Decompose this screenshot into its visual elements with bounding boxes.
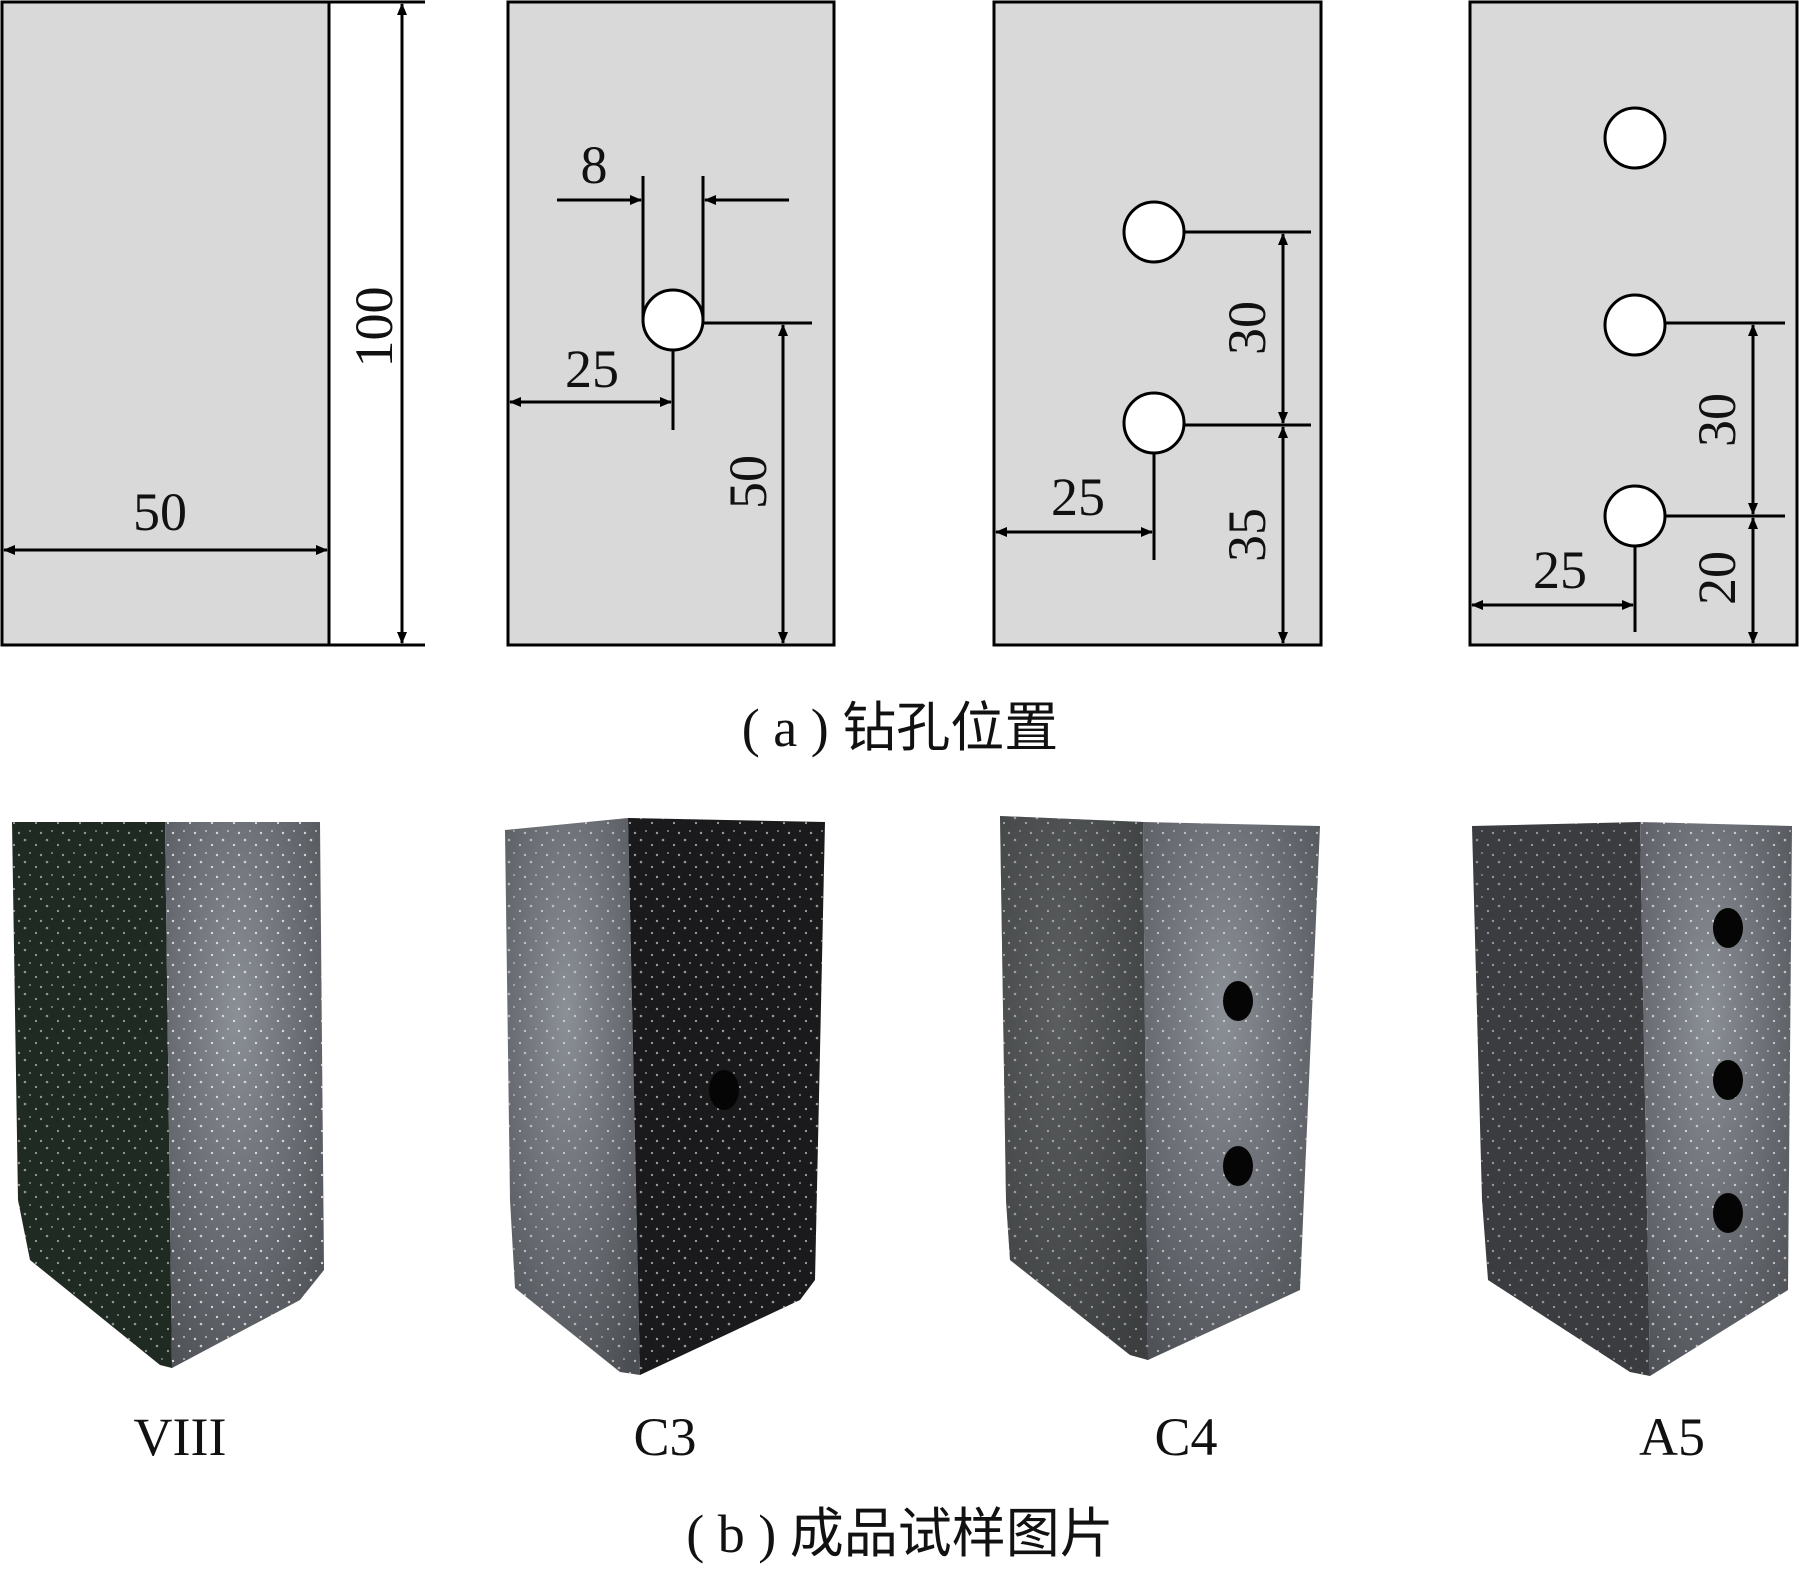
drilled-hole bbox=[1713, 908, 1743, 948]
hole-diameter-label: 8 bbox=[581, 135, 608, 195]
height-label: 35 bbox=[1217, 508, 1277, 562]
offset-x-label: 25 bbox=[565, 339, 619, 399]
sample-label-A5: A5 bbox=[1639, 1407, 1705, 1467]
panel-4: 30 20 25 bbox=[1468, 0, 1799, 647]
sample-photo-VIII bbox=[12, 822, 324, 1368]
sample-photo-C4 bbox=[1000, 816, 1320, 1360]
drill-hole-bottom bbox=[1603, 484, 1667, 548]
drilled-hole bbox=[1223, 981, 1253, 1021]
panel-1: 50 100 bbox=[0, 0, 425, 647]
height-label: 100 bbox=[344, 287, 404, 368]
panel-2: 8 25 50 bbox=[506, 0, 836, 647]
sample-label-C3: C3 bbox=[633, 1407, 696, 1467]
drilled-hole bbox=[1223, 1146, 1253, 1186]
height-label: 50 bbox=[718, 455, 778, 509]
drilled-hole bbox=[709, 1070, 739, 1110]
drilled-hole bbox=[1713, 1193, 1743, 1233]
height-label: 20 bbox=[1687, 551, 1747, 605]
panel-3: 30 35 25 bbox=[992, 0, 1323, 647]
sample-photo-C3 bbox=[505, 818, 825, 1375]
drill-hole-bottom bbox=[1122, 391, 1186, 455]
width-label: 50 bbox=[133, 482, 187, 542]
sample-label-C4: C4 bbox=[1154, 1407, 1217, 1467]
caption-b: ( b ) 成品试样图片 bbox=[686, 1504, 1113, 1564]
block-outline bbox=[992, 0, 1323, 647]
sample-label-VIII: VIII bbox=[134, 1407, 227, 1467]
drilled-hole bbox=[1713, 1060, 1743, 1100]
drill-hole-middle bbox=[1603, 293, 1667, 357]
block-outline bbox=[0, 0, 331, 647]
drill-hole-top bbox=[1122, 200, 1186, 264]
drill-hole bbox=[641, 288, 705, 352]
drill-hole-top bbox=[1603, 106, 1667, 170]
sample-photo-A5 bbox=[1472, 822, 1792, 1376]
caption-a: ( a ) 钻孔位置 bbox=[742, 698, 1058, 758]
spacing-label: 30 bbox=[1687, 393, 1747, 447]
offset-x-label: 25 bbox=[1533, 540, 1587, 600]
offset-x-label: 25 bbox=[1051, 467, 1105, 527]
spacing-label: 30 bbox=[1217, 301, 1277, 355]
